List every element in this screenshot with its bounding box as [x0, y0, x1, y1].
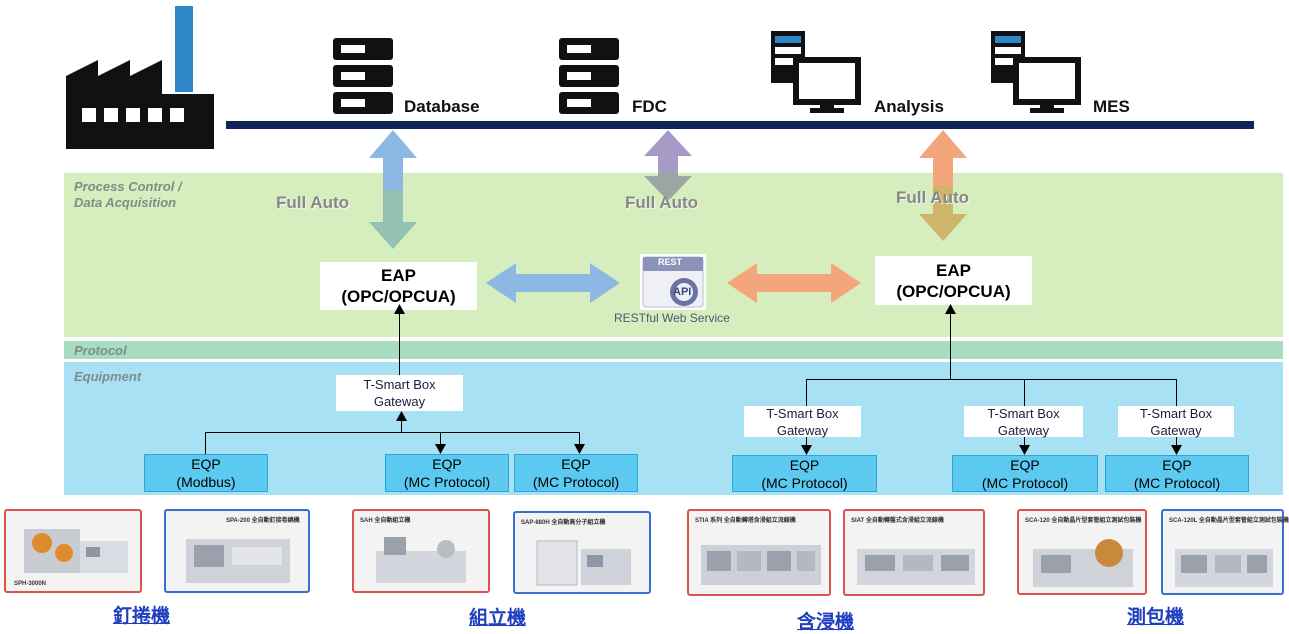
connector-line [950, 307, 951, 379]
photo-model: SPH-3000N [14, 581, 47, 587]
full-auto-label: Full Auto [276, 193, 350, 212]
arrow-rest-eap [727, 263, 861, 303]
rest-api-icon [642, 256, 704, 308]
machine-photo: STIA 系列 全自動轉塔含浸組立流線機 [687, 509, 831, 596]
machine-illustration [1175, 549, 1273, 587]
factory-icon [66, 6, 214, 149]
gateway-box: T-Smart Box Gateway [744, 406, 861, 438]
system-label-analysis: Analysis [874, 97, 944, 116]
system-bus-line [226, 121, 1254, 129]
server-stack-icon [333, 38, 393, 114]
zone-label-process-control: Process Control / Data Acquisition [74, 179, 182, 210]
arrowhead-icon [801, 445, 812, 455]
connector-line [1024, 379, 1025, 407]
machine-illustration [186, 539, 290, 583]
arrow-fdc-rest [644, 130, 692, 201]
system-label-database: Database [404, 97, 480, 116]
gateway-box: T-Smart Box Gateway [1118, 406, 1234, 438]
machine-label-test-packing: 測包機 [1127, 606, 1185, 628]
server-stack-icon [559, 38, 619, 114]
machine-photo: SAP-880H 全自動高分子組立機 [513, 511, 651, 594]
arrowhead-icon [396, 411, 407, 421]
machine-illustration [376, 537, 466, 583]
connector-line [205, 432, 580, 433]
machine-photo: SIAT 全自動轉盤式含浸組立流線機 [843, 509, 985, 596]
machine-photo: SPH-3000N [4, 509, 142, 593]
connector-line [1176, 379, 1177, 407]
machine-photo: SPA-200 全自動釘接卷繞機 [164, 509, 310, 593]
connector-line [401, 412, 402, 432]
machine-photo: SAH 全自動組立機 [352, 509, 490, 593]
machine-label-impregnation: 含浸機 [797, 611, 855, 633]
photo-title: STIA 系列 全自動轉塔含浸組立流線機 [695, 518, 796, 524]
arrow-eap-rest [486, 263, 620, 303]
arrowhead-icon [945, 304, 956, 314]
photo-title: SCA-120 全自動晶片型套管組立測試包裝機 [1025, 518, 1142, 524]
zone-label-protocol: Protocol [74, 343, 127, 358]
connector-line [1024, 437, 1025, 447]
eqp-box: EQP (MC Protocol) [1105, 455, 1249, 492]
eqp-box: EQP (MC Protocol) [514, 454, 638, 492]
connector-line [806, 379, 1177, 380]
zone-label-equipment: Equipment [74, 369, 142, 384]
system-label-fdc: FDC [632, 97, 667, 116]
connector-line [579, 432, 580, 446]
machine-illustration [857, 549, 975, 585]
gateway-box: T-Smart Box Gateway [964, 406, 1083, 438]
machine-photo: SCA-120L 全自動晶片型套管組立測試包裝機 [1161, 509, 1289, 595]
arrow-analysis-eap [919, 130, 967, 241]
rest-badge: REST [658, 257, 683, 267]
connector-line [205, 432, 206, 454]
arrowhead-icon [1171, 445, 1182, 455]
rest-label: RESTful Web Service [614, 311, 730, 325]
arrowhead-icon [435, 444, 446, 454]
eap-box-left: EAP (OPC/OPCUA) [320, 262, 477, 310]
machine-illustration [24, 529, 128, 573]
photo-title: SAH 全自動組立機 [360, 518, 411, 524]
protocol-band [64, 341, 1283, 359]
eqp-box: EQP (MC Protocol) [385, 454, 509, 492]
rest-api-box: REST API [640, 254, 706, 310]
machine-illustration [1033, 539, 1133, 587]
system-label-mes: MES [1093, 97, 1130, 116]
connector-line [440, 432, 441, 446]
gateway-box: T-Smart Box Gateway [336, 375, 463, 411]
machine-label-assembly: 組立機 [469, 607, 527, 629]
photo-title: SIAT 全自動轉盤式含浸組立流線機 [851, 518, 944, 524]
machine-photo: SCA-120 全自動晶片型套管組立測試包裝機 [1017, 509, 1147, 595]
eqp-box: EQP (MC Protocol) [952, 455, 1098, 492]
arrowhead-icon [394, 304, 405, 314]
connector-line [806, 379, 807, 407]
machine-illustration [701, 545, 821, 585]
photo-title: SPA-200 全自動釘接卷繞機 [226, 518, 300, 524]
workstation-icon [771, 31, 861, 113]
arrowhead-icon [1019, 445, 1030, 455]
eqp-box: EQP (MC Protocol) [732, 455, 877, 492]
machine-illustration [536, 540, 631, 586]
eap-box-right: EAP (OPC/OPCUA) [875, 256, 1032, 305]
eqp-box: EQP (Modbus) [144, 454, 268, 492]
arrowhead-icon [574, 444, 585, 454]
connector-line [399, 312, 400, 375]
connector-line [806, 437, 807, 447]
machine-label-winding: 釘捲機 [113, 605, 171, 627]
connector-line [1176, 437, 1177, 447]
workstation-icon [991, 31, 1081, 113]
photo-title: SAP-880H 全自動高分子組立機 [521, 520, 606, 526]
arrow-database-eap [369, 130, 417, 249]
api-badge: API [673, 286, 692, 298]
photo-title: SCA-120L 全自動晶片型套管組立測試包裝機 [1169, 518, 1289, 524]
full-auto-label: Full Auto [625, 193, 699, 212]
full-auto-label: Full Auto [896, 188, 970, 207]
